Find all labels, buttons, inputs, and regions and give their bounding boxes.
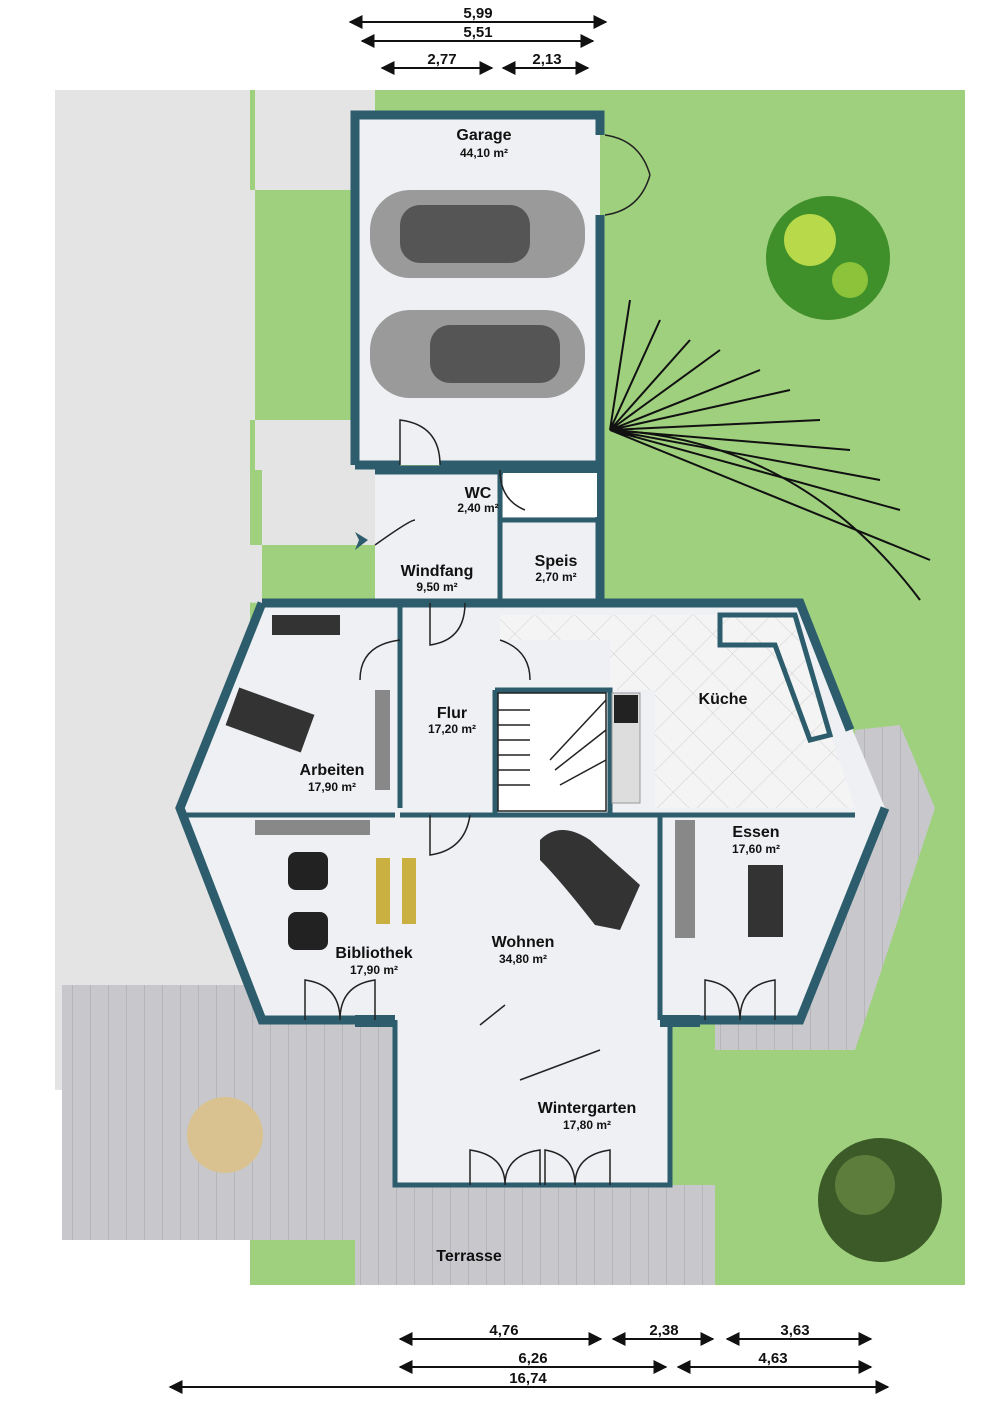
entrance-arrow-icon <box>355 532 368 550</box>
room-name-arbeiten: Arbeiten <box>300 762 365 779</box>
tree-icon <box>818 1138 942 1262</box>
fan-planting <box>609 299 931 601</box>
room-name-wohnen: Wohnen <box>492 934 555 951</box>
staircase <box>497 692 607 812</box>
desk <box>225 687 315 753</box>
wintergarten-floor <box>395 1020 670 1185</box>
room-area-garage: 44,10 m² <box>460 146 508 160</box>
car-icon <box>370 190 585 398</box>
room-name-essen: Essen <box>732 824 779 841</box>
room-area-wc: 2,40 m² <box>457 501 498 515</box>
room-name-wintergarten: Wintergarten <box>538 1100 637 1117</box>
parasol <box>187 1097 263 1173</box>
room-name-speis: Speis <box>535 553 578 570</box>
room-name-terrasse: Terrasse <box>436 1248 502 1265</box>
wc-fixtures <box>503 473 597 517</box>
dimension-label: 16,74 <box>509 1370 547 1387</box>
room-name-bibliothek: Bibliothek <box>335 945 412 962</box>
grand-piano <box>540 830 640 930</box>
armchair <box>288 852 328 890</box>
bookshelf <box>376 858 390 924</box>
room-name-windfang: Windfang <box>401 563 474 580</box>
room-area-wohnen: 34,80 m² <box>499 952 547 966</box>
room-area-bibliothek: 17,90 m² <box>350 963 398 977</box>
shelf <box>255 820 370 835</box>
room-name-garage: Garage <box>456 127 511 144</box>
dimension-label: 2,38 <box>649 1322 678 1339</box>
dimension-label: 5,51 <box>463 24 492 41</box>
room-area-essen: 17,60 m² <box>732 842 780 856</box>
kitchen-floor <box>500 615 855 808</box>
dimension-label: 2,77 <box>427 51 456 68</box>
desk <box>272 615 340 635</box>
dimension-label: 6,26 <box>518 1350 547 1367</box>
dimension-lines-bottom <box>168 1332 890 1394</box>
dimension-label: 5,99 <box>463 5 492 22</box>
room-name-wc: WC <box>465 485 492 502</box>
room-name-kueche: Küche <box>699 691 748 708</box>
dimension-label: 3,63 <box>780 1322 809 1339</box>
room-area-speis: 2,70 m² <box>535 570 576 584</box>
room-area-wintergarten: 17,80 m² <box>563 1118 611 1132</box>
armchair <box>288 912 328 950</box>
shelf <box>375 690 390 790</box>
dimension-label: 2,13 <box>532 51 561 68</box>
bookshelf <box>402 858 416 924</box>
room-area-windfang: 9,50 m² <box>416 580 457 594</box>
garage-floor <box>355 115 600 465</box>
tree-icon <box>766 196 890 320</box>
room-area-flur: 17,20 m² <box>428 722 476 736</box>
room-name-flur: Flur <box>437 705 467 722</box>
cooktop <box>614 695 638 723</box>
room-area-arbeiten: 17,90 m² <box>308 780 356 794</box>
dimension-label: 4,63 <box>758 1350 787 1367</box>
dimension-label: 4,76 <box>489 1322 518 1339</box>
dimension-lines-top <box>348 15 608 75</box>
shelf <box>675 820 695 938</box>
dining-table <box>748 865 783 937</box>
doors <box>304 419 776 1186</box>
terrace-deck <box>62 725 935 1285</box>
